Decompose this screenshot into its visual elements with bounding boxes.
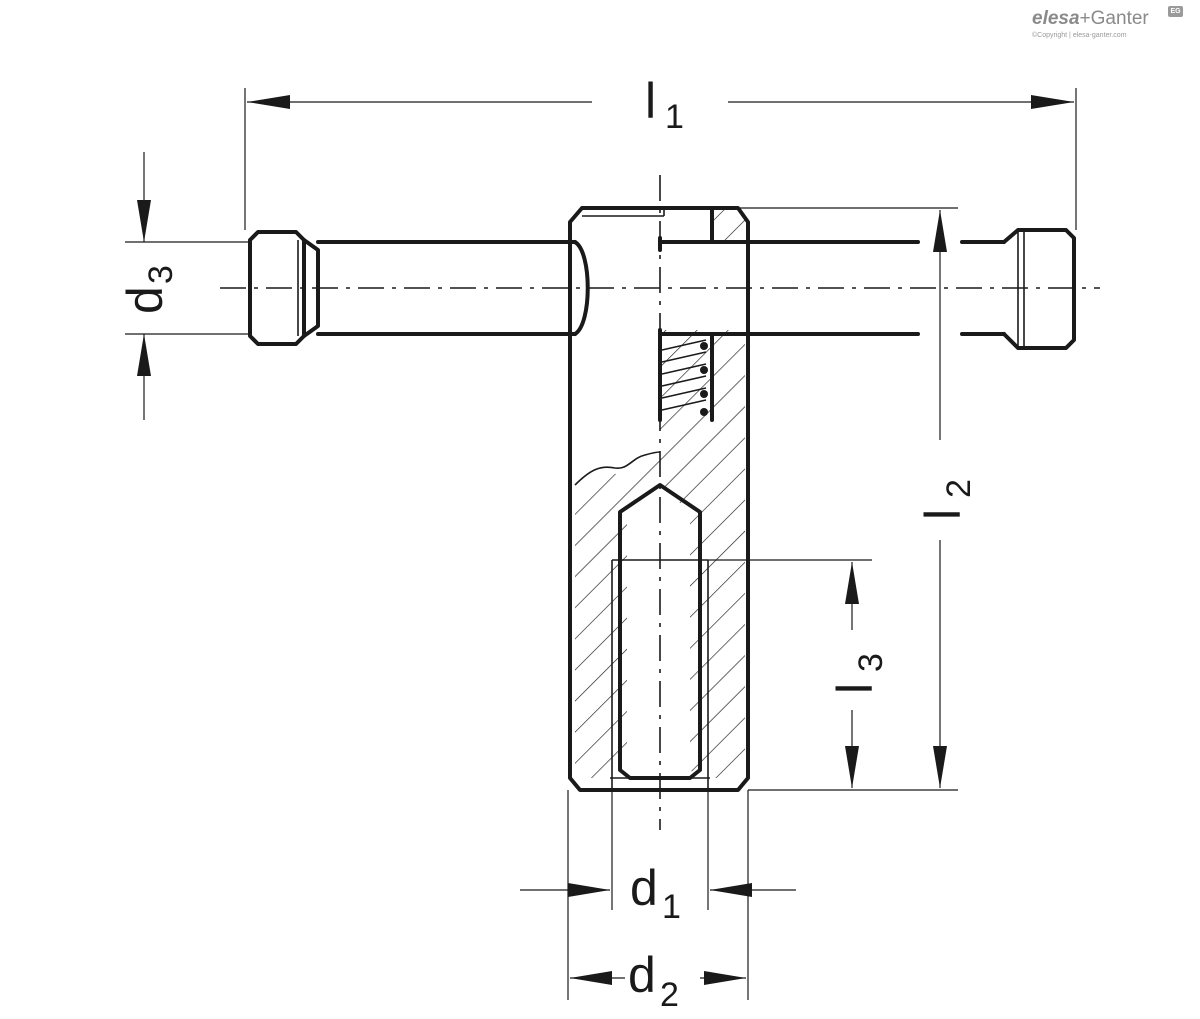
sleeve-body: [568, 206, 750, 792]
label-l1: l: [645, 73, 656, 129]
left-handle: [248, 230, 590, 346]
dimension-d1: d 1: [520, 790, 796, 1000]
label-l3-sub: 3: [852, 653, 890, 672]
label-l2-sub: 2: [940, 479, 978, 498]
threaded-hole: [610, 483, 710, 790]
right-handle: [658, 228, 1076, 350]
dimension-l3: l 3: [708, 559, 890, 788]
logo-copyright: ©Copyright | elesa-ganter.com: [1032, 32, 1127, 39]
label-l3: l: [827, 683, 883, 694]
label-d1-sub: 1: [662, 888, 681, 926]
label-d3: d: [117, 286, 173, 314]
dimension-d2: d 2: [570, 947, 746, 1014]
label-d2: d: [628, 947, 656, 1003]
logo-badge: EG: [1168, 6, 1183, 17]
logo-wordmark: elesa+Ganter: [1032, 8, 1149, 29]
label-d1: d: [630, 860, 658, 916]
dimension-d3: d 3: [117, 152, 250, 420]
dimension-l1: l 1: [244, 73, 1077, 230]
label-d2-sub: 2: [660, 976, 679, 1014]
label-l1-sub: 1: [665, 98, 684, 136]
spring: [658, 332, 714, 422]
label-l2: l: [915, 509, 971, 520]
label-d3-sub: 3: [142, 265, 180, 284]
dimension-l2: l 2: [740, 207, 978, 791]
elesa-ganter-logo: elesa+Ganter EG ©Copyright | elesa-gante…: [1032, 6, 1184, 46]
